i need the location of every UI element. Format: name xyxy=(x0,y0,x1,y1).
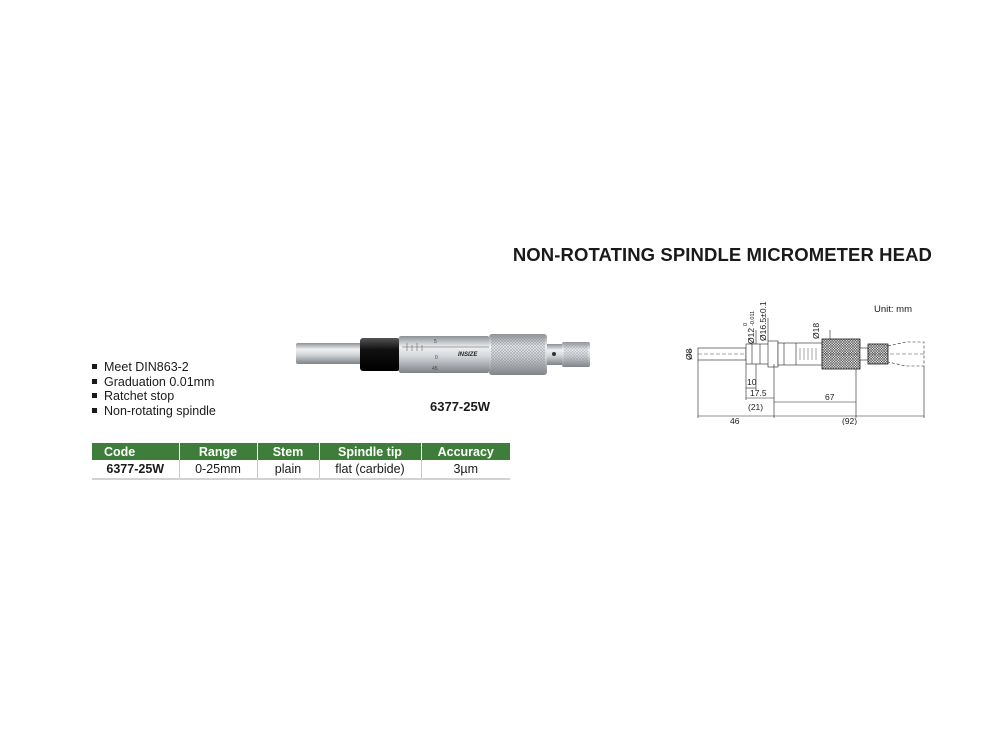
model-caption: 6377-25W xyxy=(430,399,490,414)
bullet-icon xyxy=(92,407,97,413)
dim-l92: (92) xyxy=(842,416,857,425)
table-row: 6377-25W 0-25mm plain flat (carbide) 3µm xyxy=(92,460,510,480)
feature-item: Meet DIN863-2 xyxy=(92,360,216,375)
header-spindle-tip: Spindle tip xyxy=(319,443,422,460)
thimble-mark-45: 45 xyxy=(432,366,438,372)
cell-stem: plain xyxy=(257,460,320,480)
feature-item: Ratchet stop xyxy=(92,389,216,404)
locknut xyxy=(360,338,400,371)
bullet-icon xyxy=(92,393,97,399)
bullet-icon xyxy=(92,364,97,369)
unit-label: Unit: mm xyxy=(874,304,912,315)
dim-d12-tol-top: 0 xyxy=(743,323,749,326)
feature-list: Meet DIN863-2 Graduation 0.01mm Ratchet … xyxy=(92,360,216,418)
dim-l10: 10 xyxy=(747,377,757,387)
brand-logo: INSIZE xyxy=(458,352,478,358)
bullet-icon xyxy=(92,378,97,384)
dim-d18: Ø18 xyxy=(811,323,821,339)
thimble-mark-0: 0 xyxy=(435,355,438,361)
cell-range: 0-25mm xyxy=(179,460,258,480)
feature-item: Graduation 0.01mm xyxy=(92,375,216,390)
table-header-row: Code Range Stem Spindle tip Accuracy xyxy=(92,443,510,460)
header-code: Code xyxy=(92,443,180,460)
sleeve xyxy=(399,336,489,373)
feature-item: Non-rotating spindle xyxy=(92,404,216,419)
dim-l67: 67 xyxy=(825,392,835,402)
technical-drawing: Ø8 Ø12 0 -0.011 Ø16.5±0.1 Ø18 10 17.5 (2… xyxy=(684,301,925,425)
dim-l21: (21) xyxy=(748,402,763,412)
cell-code: 6377-25W xyxy=(92,460,180,480)
header-stem: Stem xyxy=(257,443,320,460)
dim-l46: 46 xyxy=(730,416,740,425)
header-range: Range xyxy=(179,443,258,460)
header-accuracy: Accuracy xyxy=(421,443,510,460)
micrometer-head-photo: 5 0 45 INSIZE xyxy=(296,334,590,375)
page-title: NON-ROTATING SPINDLE MICROMETER HEAD xyxy=(512,244,932,265)
dim-d8: Ø8 xyxy=(684,348,694,360)
cell-accuracy: 3µm xyxy=(421,460,510,480)
spec-table: Code Range Stem Spindle tip Accuracy 637… xyxy=(92,443,510,480)
spindle xyxy=(296,343,362,364)
dim-d12-tol-bottom: -0.011 xyxy=(750,311,756,326)
dim-l17: 17.5 xyxy=(750,388,767,398)
thimble-mark-5: 5 xyxy=(434,339,437,345)
dim-d12: Ø12 xyxy=(746,328,756,344)
cell-spindle-tip: flat (carbide) xyxy=(319,460,422,480)
dim-d16: Ø16.5±0.1 xyxy=(758,301,768,341)
